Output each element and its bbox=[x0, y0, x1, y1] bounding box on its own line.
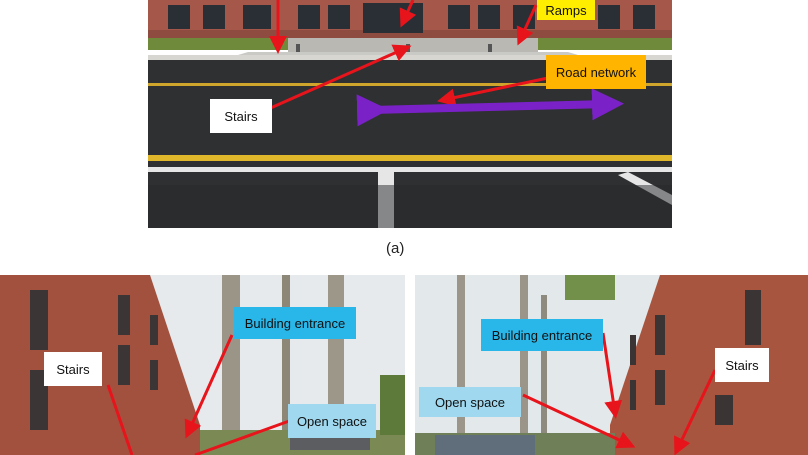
photo-panel-b: Stairs Building entrance Open space bbox=[0, 275, 405, 455]
arrow-open-space-b bbox=[194, 418, 293, 455]
panel-c-arrows bbox=[522, 332, 717, 455]
arrow-road-network bbox=[437, 76, 549, 107]
photo-panel-a: Stairs Ramps Road network bbox=[148, 0, 672, 228]
arrow-building-entrance-c bbox=[601, 332, 623, 419]
photo-panel-c: Building entrance Open space Stairs bbox=[415, 275, 808, 455]
arrow-ramps bbox=[516, 4, 538, 46]
label-building-entrance-b: Building entrance bbox=[234, 307, 356, 339]
photo-c-scene bbox=[415, 275, 808, 455]
label-building-entrance-c: Building entrance bbox=[481, 319, 603, 351]
arrow-building-entrance-b bbox=[184, 334, 234, 439]
label-ramps-a: Ramps bbox=[537, 0, 595, 20]
label-road-network-a: Road network bbox=[546, 55, 646, 89]
label-open-space-b: Open space bbox=[288, 404, 376, 438]
panel-a-arrows bbox=[265, 0, 624, 127]
label-open-space-c: Open space bbox=[419, 387, 521, 417]
arrow-open-space-c bbox=[522, 393, 636, 449]
label-stairs-c: Stairs bbox=[715, 348, 769, 382]
arrow-stairs-c bbox=[674, 369, 717, 455]
caption-a: (a) bbox=[386, 240, 405, 257]
arrow-stairs-road bbox=[265, 44, 412, 112]
panel-b-arrows bbox=[106, 334, 293, 455]
road-double-arrow bbox=[356, 88, 624, 127]
label-stairs-b: Stairs bbox=[44, 352, 102, 386]
arrow-stairs-b bbox=[106, 384, 134, 455]
arrow-stairs-center bbox=[399, 0, 417, 28]
label-stairs-a: Stairs bbox=[210, 99, 272, 133]
